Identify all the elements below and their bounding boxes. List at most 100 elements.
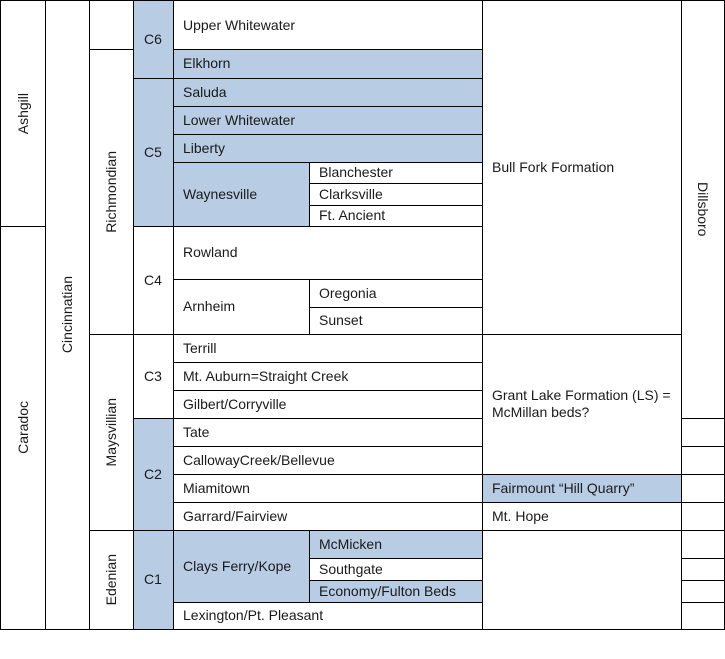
kentucky-fairmount: Fairmount “Hill Quarry” [482, 474, 681, 502]
formation-label: Liberty [183, 139, 226, 156]
grid-line [482, 0, 483, 630]
member-label: Oregonia [319, 284, 377, 301]
member-oregonia: Oregonia [309, 279, 482, 307]
member-clarksville: Clarksville [309, 183, 482, 205]
member-label: Sunset [319, 312, 363, 328]
series-ashgill: Ashgill [1, 1, 45, 226]
grid-line [45, 0, 46, 630]
formation-saluda: Saluda [173, 78, 482, 106]
member-sunset: Sunset [309, 307, 482, 334]
formation-arnheim: Arnheim [173, 279, 309, 334]
sequence-c5: C5 [133, 78, 173, 226]
member-label: McMicken [319, 535, 383, 552]
stage-maysvillian-label: Maysvillian [102, 397, 119, 467]
grid-line [309, 279, 310, 334]
formation-miamitown: Miamitown [173, 474, 482, 502]
grid-line [0, 629, 725, 630]
series-caradoc: Caradoc [1, 226, 45, 629]
grid-line [133, 334, 173, 335]
member-ft-ancient: Ft. Ancient [309, 205, 482, 226]
grid-line [0, 0, 1, 630]
grid-line [173, 226, 482, 227]
indiana-blank-7 [681, 580, 724, 602]
sequence-c5-label: C5 [144, 143, 162, 160]
sequence-c4: C4 [133, 226, 173, 334]
grid-line [681, 0, 682, 630]
kentucky-label: Fairmount “Hill Quarry” [492, 479, 635, 496]
formation-label: Upper Whitewater [183, 16, 296, 33]
grid-line [133, 226, 173, 227]
grid-line [309, 558, 482, 559]
grid-line [133, 418, 173, 419]
series-caradoc-label: Caradoc [14, 401, 31, 454]
formation-label: Saluda [183, 83, 227, 100]
grid-line [173, 106, 482, 107]
sequence-c4-label: C4 [144, 271, 162, 288]
formation-label: Rowland [183, 244, 238, 260]
grid-line [681, 602, 725, 603]
member-label: Ft. Ancient [319, 207, 386, 223]
stage-richmondian-label: Richmondian [102, 150, 119, 233]
system-cincinnatian-label: Cincinnatian [58, 276, 75, 354]
grid-line [309, 580, 482, 581]
grid-line [681, 558, 725, 559]
grid-line [173, 334, 681, 335]
stage-richmondian: Richmondian [89, 49, 133, 334]
indiana-blank-1 [681, 418, 724, 446]
formation-lower-whitewater: Lower Whitewater [173, 106, 482, 134]
grid-line [173, 0, 174, 630]
kentucky-bull-fork: Bull Fork Formation [482, 1, 681, 334]
grid-line [681, 580, 725, 581]
indiana-dillsboro: Dillsboro [681, 1, 724, 418]
sequence-c2-label: C2 [144, 465, 162, 482]
formation-garrard: Garrard/Fairview [173, 502, 482, 530]
grid-line [681, 418, 725, 419]
system-cincinnatian: Cincinnatian [45, 1, 89, 629]
grid-line [133, 530, 173, 531]
formation-tate: Tate [173, 418, 482, 446]
formation-label: Arnheim [183, 298, 236, 314]
sequence-c3: C3 [133, 334, 173, 418]
stage-edenian-label: Edenian [102, 553, 119, 606]
stage-blank-top [89, 1, 133, 49]
kentucky-blank [482, 530, 681, 629]
grid-line [133, 0, 134, 630]
grid-line [0, 226, 45, 227]
grid-line [173, 134, 482, 135]
member-label: Clarksville [319, 185, 383, 202]
formation-rowland: Rowland [173, 226, 482, 279]
formation-upper-whitewater: Upper Whitewater [173, 1, 482, 49]
grid-line [173, 602, 482, 603]
formation-liberty: Liberty [173, 134, 482, 162]
sequence-c6: C6 [133, 1, 173, 78]
grid-line [309, 530, 310, 602]
grid-line [173, 446, 482, 447]
grid-line [309, 183, 482, 184]
kentucky-label: Mt. Hope [492, 507, 549, 524]
series-ashgill-label: Ashgill [14, 92, 31, 135]
kentucky-mt-hope: Mt. Hope [482, 502, 681, 530]
indiana-blank-4 [681, 502, 724, 530]
formation-label: Terrill [183, 339, 217, 356]
formation-label: Gilbert/Corryville [183, 395, 287, 412]
sequence-c1-label: C1 [144, 571, 162, 587]
formation-label: Lower Whitewater [183, 111, 296, 128]
formation-label: Tate [183, 423, 210, 440]
indiana-blank-8 [681, 602, 724, 629]
grid-line [309, 307, 482, 308]
grid-line [309, 162, 310, 226]
stage-edenian: Edenian [89, 530, 133, 629]
member-southgate: Southgate [309, 558, 482, 580]
formation-label: Garrard/Fairview [183, 507, 288, 524]
grid-line [173, 418, 482, 419]
grid-line [173, 279, 482, 280]
grid-line [309, 205, 482, 206]
grid-line [681, 446, 725, 447]
kentucky-label: Grant Lake Formation (LS) = McMillan bed… [492, 387, 671, 420]
formation-label: Elkhorn [183, 55, 231, 71]
grid-line [89, 49, 133, 50]
member-economy: Economy/Fulton Beds [309, 580, 482, 602]
formation-mt-auburn: Mt. Auburn=Straight Creek [173, 362, 482, 390]
formation-terrill: Terrill [173, 334, 482, 362]
